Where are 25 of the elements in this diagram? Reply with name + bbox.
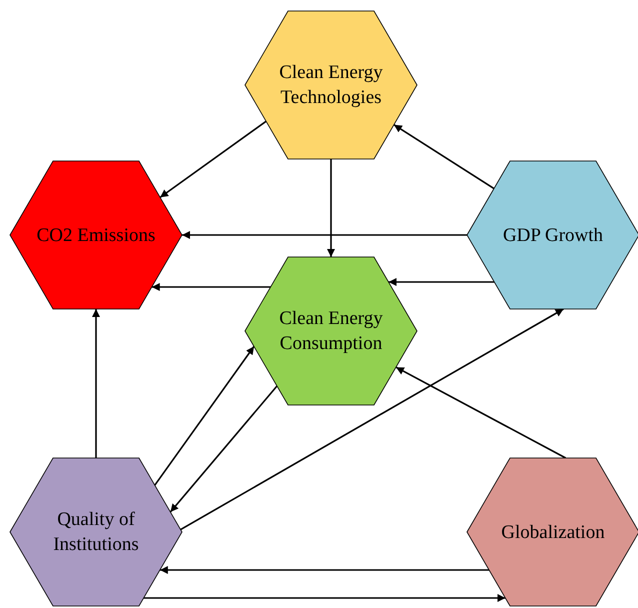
- arrow: [170, 385, 278, 513]
- hexagon: [10, 458, 182, 606]
- arrow: [152, 283, 271, 291]
- arrow: [92, 309, 100, 458]
- arrow: [182, 231, 467, 239]
- hexagon: [245, 257, 417, 405]
- hexagon: [467, 458, 638, 606]
- arrow: [160, 120, 267, 198]
- arrow: [396, 366, 566, 459]
- node-label: GDP Growth: [502, 224, 604, 248]
- arrow: [327, 159, 335, 257]
- node-label: Quality of Institutions: [52, 508, 140, 557]
- node-label: CO2 Emissions: [36, 224, 156, 248]
- arrow: [180, 308, 564, 530]
- arrow: [154, 346, 255, 486]
- hexagon: [245, 11, 417, 159]
- arrow: [160, 566, 490, 574]
- arrow: [388, 278, 494, 286]
- hexagon: [467, 161, 638, 309]
- hexagon: [10, 161, 182, 309]
- node-label: Clean Energy Consumption: [278, 307, 384, 356]
- arrow: [393, 124, 494, 190]
- arrow: [144, 594, 506, 602]
- node-label: Globalization: [501, 520, 605, 544]
- node-label: Clean Energy Technologies: [278, 61, 384, 110]
